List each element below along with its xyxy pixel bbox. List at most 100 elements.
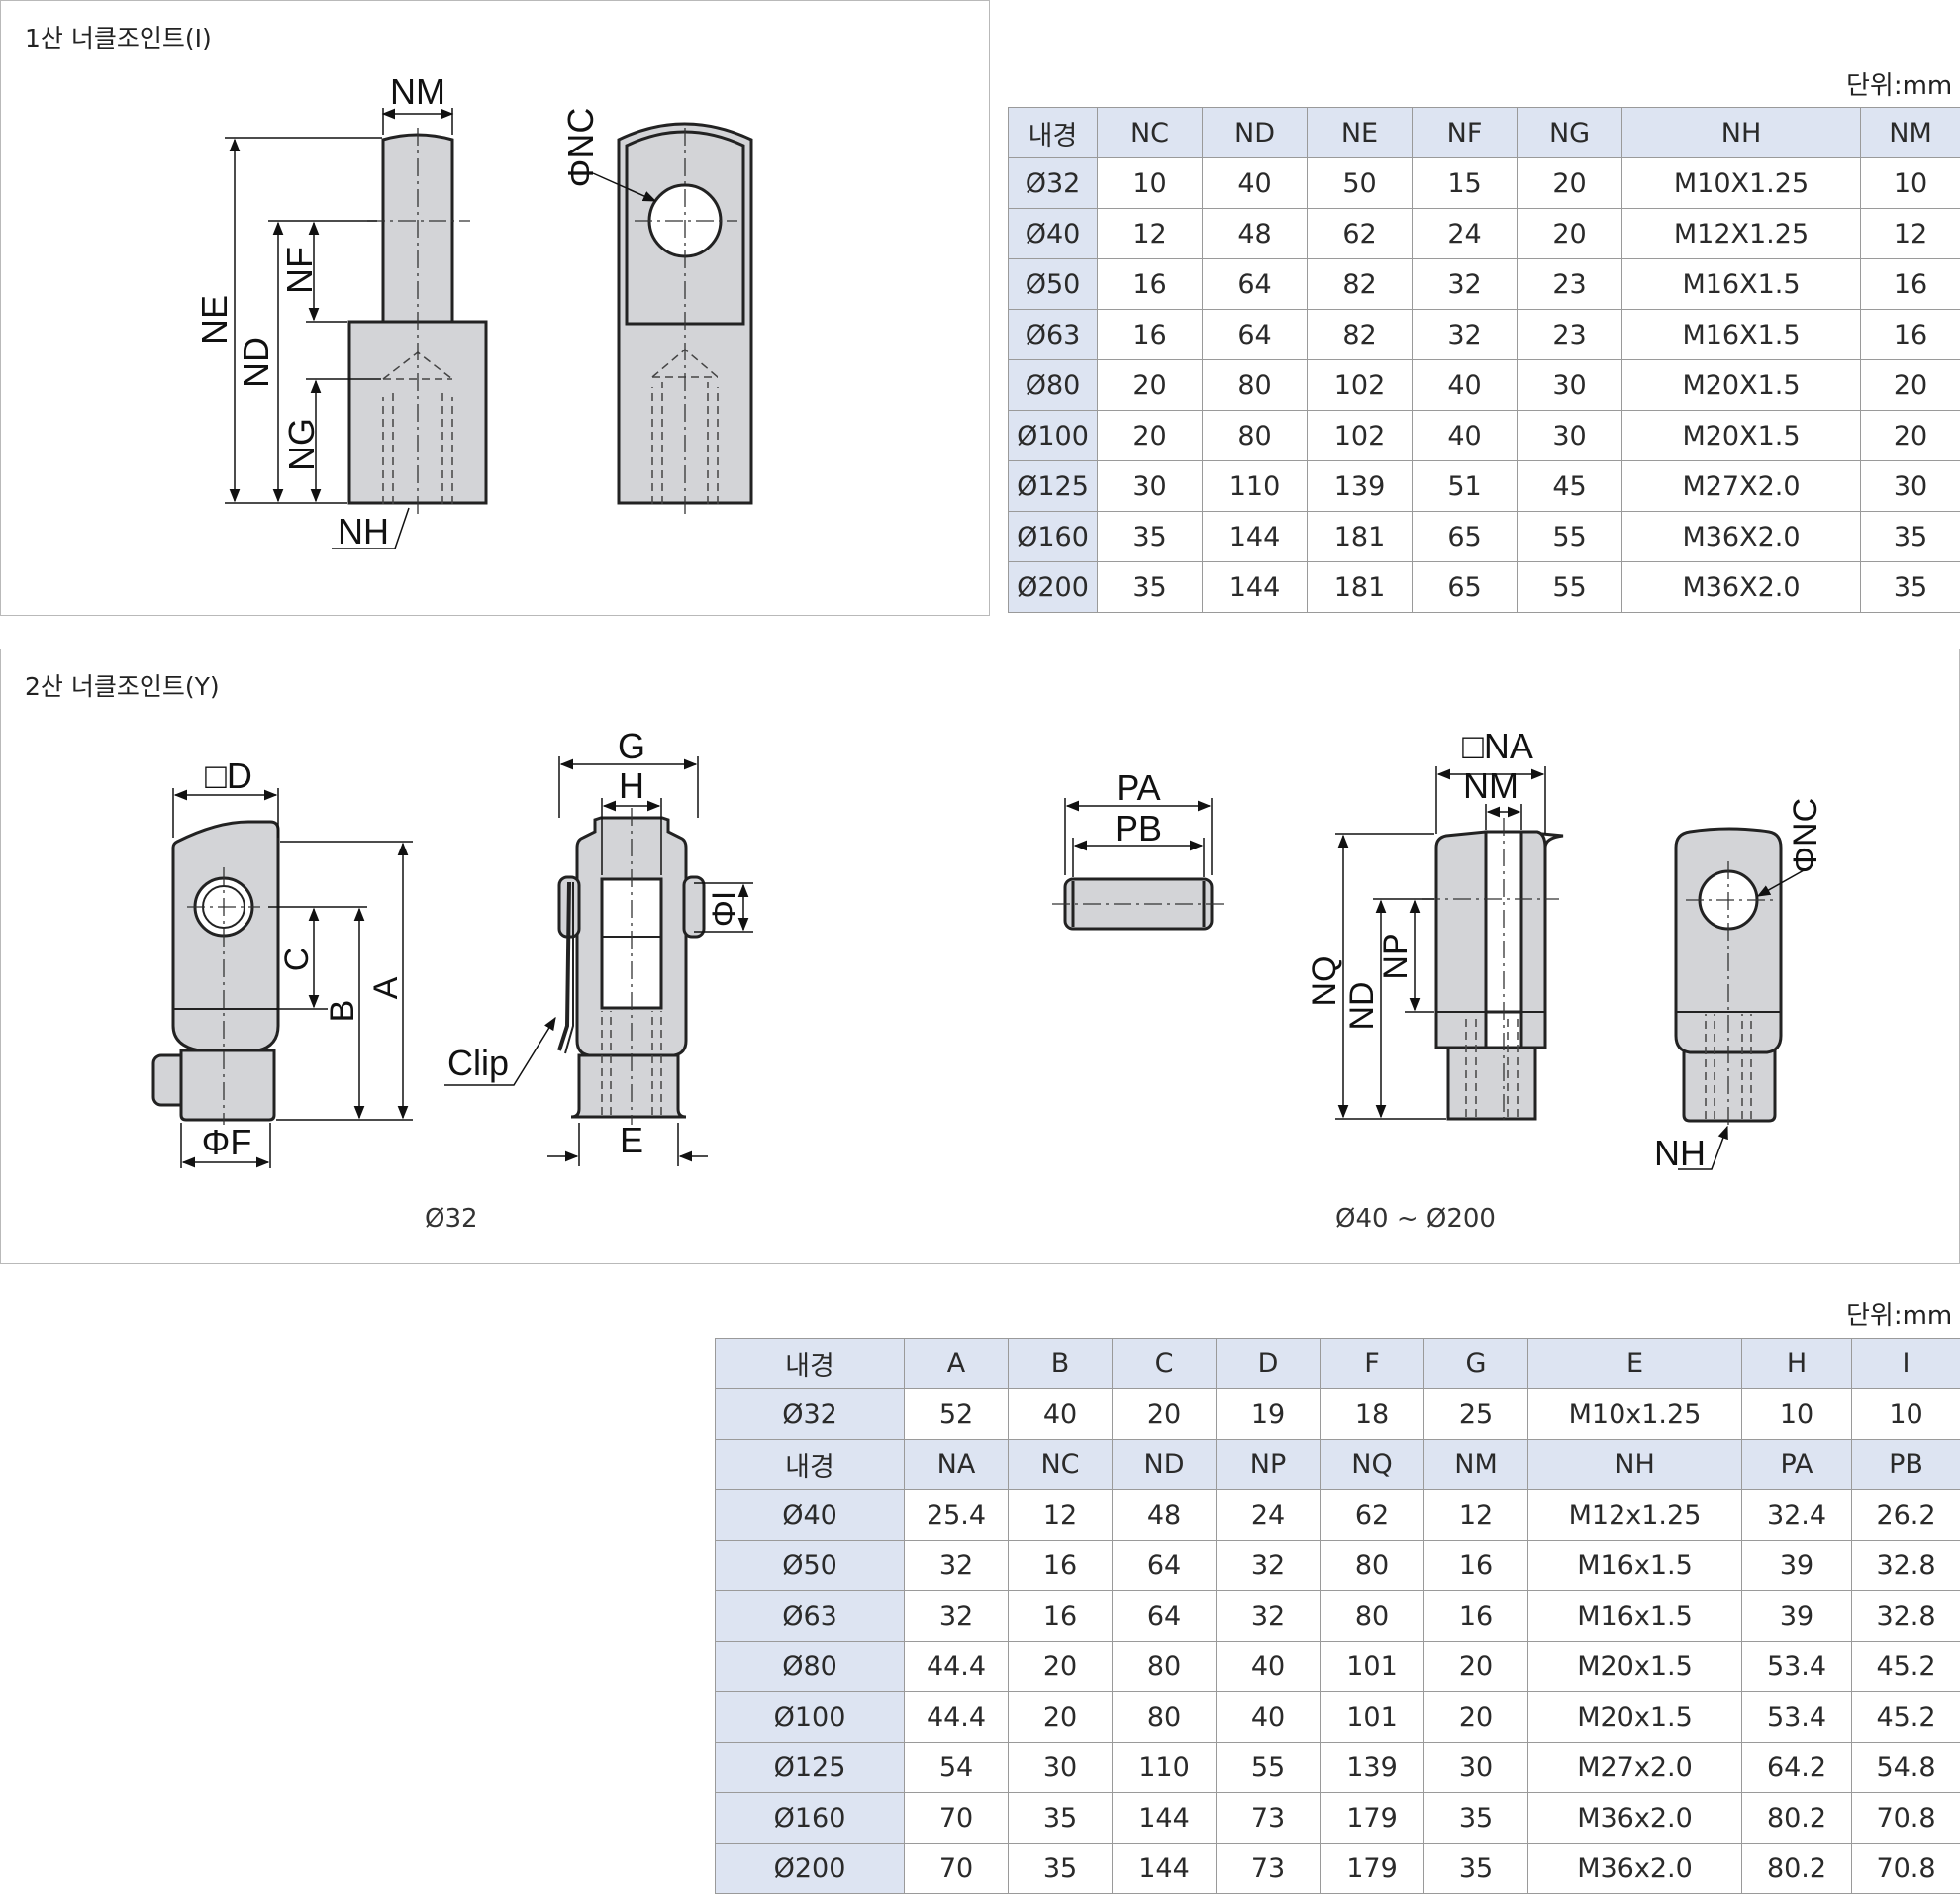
label-nm2: NM	[1463, 765, 1519, 806]
label-nc2: ΦNC	[1787, 798, 1824, 873]
table-cell: 30	[1517, 410, 1622, 461]
table-cell: 16	[1423, 1540, 1528, 1591]
label-nh2: NH	[1654, 1133, 1706, 1173]
table-cell: 54	[904, 1742, 1009, 1793]
label-nh: NH	[338, 511, 389, 551]
table-cell: 70.8	[1851, 1792, 1960, 1844]
table-cell: 80	[1112, 1691, 1217, 1743]
table-cell: 32	[1412, 309, 1518, 360]
table-cell: 53.4	[1741, 1691, 1852, 1743]
header-cell: NP	[1216, 1439, 1321, 1490]
table-cell: 24	[1412, 208, 1518, 259]
row-label-cell: Ø32	[1008, 157, 1098, 209]
table-cell: M10X1.25	[1621, 157, 1861, 209]
table-cell: 179	[1320, 1843, 1424, 1894]
label-na: □NA	[1462, 726, 1533, 766]
row-label-cell: Ø40	[715, 1489, 905, 1541]
label-g: G	[618, 726, 645, 766]
row-label-cell: Ø40	[1008, 208, 1098, 259]
table-cell: 26.2	[1851, 1489, 1960, 1541]
table-cell: 16	[1008, 1590, 1113, 1642]
table-cell: 20	[1112, 1388, 1217, 1440]
table-cell: 39	[1741, 1590, 1852, 1642]
header-cell: B	[1008, 1338, 1113, 1389]
table-cell: 52	[904, 1388, 1009, 1440]
table-cell: 32.4	[1741, 1489, 1852, 1541]
table-cell: 64	[1112, 1540, 1217, 1591]
table-cell: M16x1.5	[1527, 1590, 1742, 1642]
label-d: □D	[205, 755, 252, 796]
row-label-cell: Ø50	[715, 1540, 905, 1591]
caption-small-bore: Ø32	[425, 1204, 478, 1234]
row-label-cell: Ø160	[715, 1792, 905, 1844]
table-cell: 73	[1216, 1792, 1321, 1844]
table-cell: 10	[1851, 1388, 1960, 1440]
knuckle-joint-y-diagram: □D C B A ΦF	[151, 726, 1824, 1173]
table-cell: 55	[1517, 561, 1622, 613]
table-cell: 139	[1307, 460, 1413, 512]
header-cell: E	[1527, 1338, 1742, 1389]
table-cell: 20	[1517, 157, 1622, 209]
table-cell: 20	[1423, 1691, 1528, 1743]
header-cell: I	[1851, 1338, 1960, 1389]
table-cell: 40	[1008, 1388, 1113, 1440]
table-cell: 35	[1097, 561, 1203, 613]
table-cell: 55	[1517, 511, 1622, 562]
table-cell: 110	[1202, 460, 1308, 512]
table-cell: 12	[1097, 208, 1203, 259]
header-cell: F	[1320, 1338, 1424, 1389]
table-cell: 12	[1008, 1489, 1113, 1541]
table-cell: 35	[1860, 561, 1960, 613]
table-cell: M36X2.0	[1621, 511, 1861, 562]
header-cell: NH	[1527, 1439, 1742, 1490]
row-label-cell: Ø125	[715, 1742, 905, 1793]
header-cell: NF	[1412, 107, 1518, 158]
row-label-cell: Ø80	[715, 1641, 905, 1692]
table-cell: 16	[1860, 309, 1960, 360]
table-cell: M20X1.5	[1621, 359, 1861, 411]
table-cell: 24	[1216, 1489, 1321, 1541]
label-nc: ΦNC	[560, 108, 601, 188]
table-cell: 20	[1097, 359, 1203, 411]
row-label-cell: Ø63	[1008, 309, 1098, 360]
panel-title-knuckle-i: 1산 너클조인트(I)	[25, 24, 212, 52]
header-cell: NE	[1307, 107, 1413, 158]
table-cell: M20x1.5	[1527, 1641, 1742, 1692]
table-cell: 55	[1216, 1742, 1321, 1793]
table-cell: 12	[1423, 1489, 1528, 1541]
table-cell: M20X1.5	[1621, 410, 1861, 461]
table-cell: 18	[1320, 1388, 1424, 1440]
header-cell: NC	[1097, 107, 1203, 158]
header-cell: NG	[1517, 107, 1622, 158]
table-cell: 139	[1320, 1742, 1424, 1793]
table-cell: 30	[1517, 359, 1622, 411]
header-cell: NA	[904, 1439, 1009, 1490]
header-cell: ND	[1112, 1439, 1217, 1490]
table-cell: 144	[1202, 511, 1308, 562]
table-cell: 181	[1307, 511, 1413, 562]
header-cell: ND	[1202, 107, 1308, 158]
header-cell: C	[1112, 1338, 1217, 1389]
table-cell: 35	[1423, 1792, 1528, 1844]
unit-label-table2: 단위:mm	[1846, 1301, 1953, 1331]
label-h: H	[619, 765, 644, 806]
table-cell: 20	[1423, 1641, 1528, 1692]
label-e: E	[620, 1120, 643, 1160]
table-cell: M27x2.0	[1527, 1742, 1742, 1793]
label-ng: NG	[281, 418, 322, 471]
row-label-cell: Ø200	[1008, 561, 1098, 613]
table-cell: 10	[1860, 157, 1960, 209]
table-cell: 62	[1320, 1489, 1424, 1541]
table-cell: 16	[1423, 1590, 1528, 1642]
table-cell: 48	[1112, 1489, 1217, 1541]
table-cell: 70	[904, 1843, 1009, 1894]
row-label-cell: Ø50	[1008, 258, 1098, 310]
table-cell: 70.8	[1851, 1843, 1960, 1894]
label-nf: NF	[279, 247, 320, 294]
